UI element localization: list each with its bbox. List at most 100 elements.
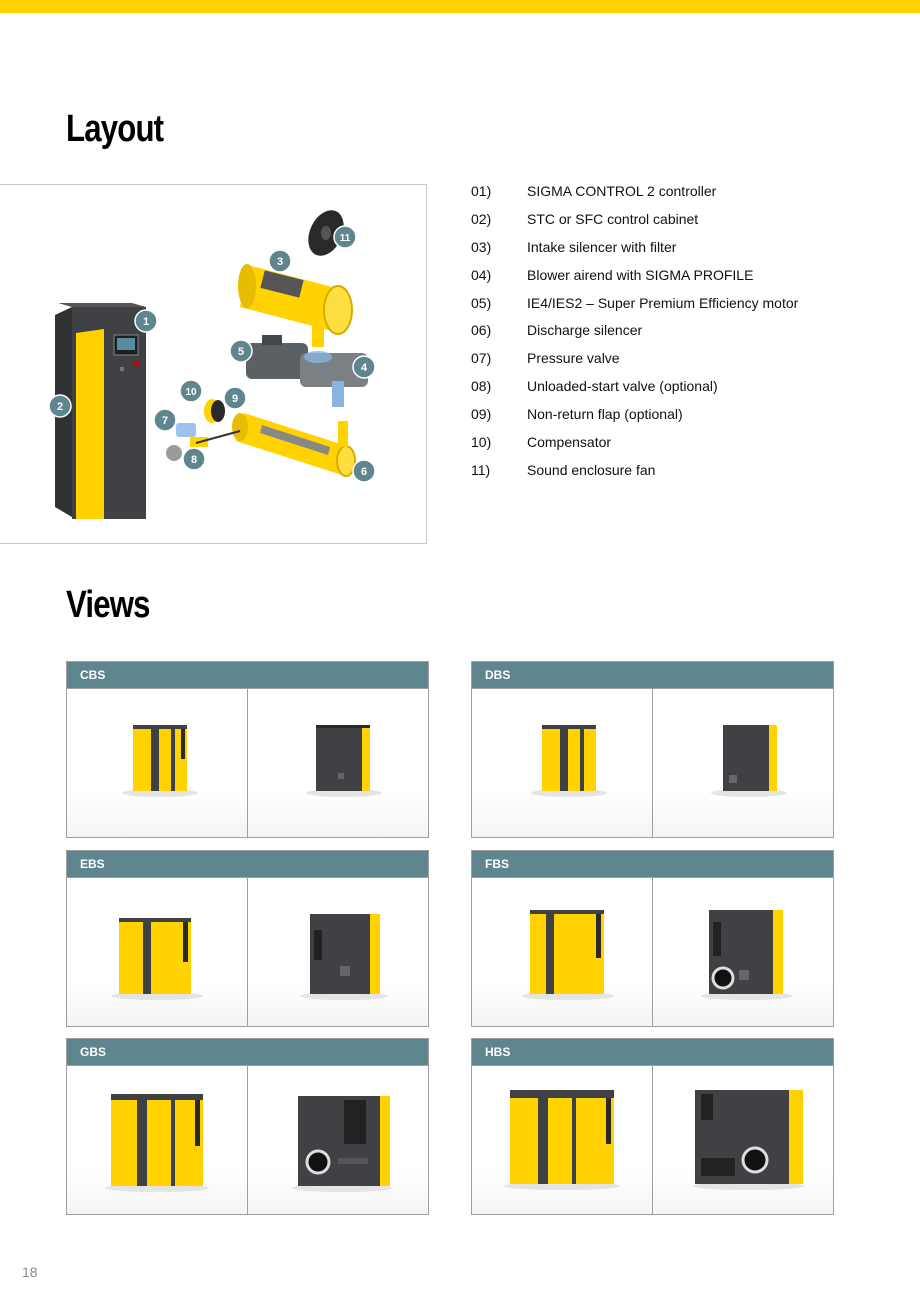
item-label: Unloaded-start valve (optional)	[527, 378, 718, 395]
item-label: STC or SFC control cabinet	[527, 210, 699, 227]
callout-3: 3	[268, 249, 292, 273]
item-label: Compensator	[527, 434, 612, 451]
rear-view	[652, 1066, 833, 1214]
unit-rear-image	[711, 725, 787, 797]
motor-airend-illustration	[246, 335, 368, 407]
view-card-fbs: FBS	[471, 850, 834, 1027]
list-item: 03) Intake silencer with filter	[471, 239, 798, 267]
rear-view	[652, 878, 833, 1026]
callout-10: 10	[179, 379, 203, 403]
item-label: Pressure valve	[527, 350, 620, 367]
page-number: 18	[22, 1264, 38, 1280]
list-item: 09) Non-return flap (optional)	[471, 406, 798, 434]
discharge-silencer-illustration	[232, 413, 356, 477]
item-label: Sound enclosure fan	[527, 461, 656, 478]
svg-text:2: 2	[57, 401, 63, 413]
item-number: 01)	[471, 183, 492, 199]
item-label: SIGMA CONTROL 2 controller	[527, 183, 717, 199]
callout-7: 7	[153, 408, 177, 432]
list-item: 05) IE4/IES2 – Super Premium Efficiency m…	[471, 295, 798, 323]
layout-heading: Layout	[66, 108, 164, 150]
svg-text:5: 5	[238, 346, 244, 358]
views-heading: Views	[66, 584, 150, 626]
view-card-cbs: CBS	[66, 661, 429, 838]
svg-text:10: 10	[185, 387, 197, 398]
item-label: Intake silencer with filter	[527, 238, 677, 255]
unit-rear-image	[292, 1096, 392, 1192]
enclosure-fan-illustration	[308, 210, 344, 256]
list-item: 06) Discharge silencer	[471, 322, 798, 350]
view-card-ebs: EBS	[66, 850, 429, 1027]
front-view	[472, 878, 652, 1026]
callout-4: 4	[352, 355, 376, 379]
svg-text:8: 8	[191, 454, 197, 466]
front-view	[67, 689, 247, 837]
item-label: Discharge silencer	[527, 322, 643, 339]
svg-text:4: 4	[361, 362, 368, 374]
view-card-hbs: HBS	[471, 1038, 834, 1215]
list-item: 10) Compensator	[471, 434, 798, 462]
series-label: GBS	[67, 1039, 428, 1066]
unit-rear-image	[693, 1090, 805, 1190]
series-label: CBS	[67, 662, 428, 689]
unit-rear-image	[306, 725, 382, 797]
list-item: 08) Unloaded-start valve (optional)	[471, 378, 798, 406]
svg-text:6: 6	[361, 466, 367, 478]
rear-view	[652, 689, 833, 837]
callout-2: 2	[48, 394, 72, 418]
intake-silencer-illustration	[238, 264, 353, 347]
callout-1: 1	[134, 309, 158, 333]
exploded-view-illustration: 1 2 3 4 5 6 7 8 9 10 11	[48, 210, 376, 519]
svg-text:1: 1	[143, 316, 149, 328]
list-item: 01) SIGMA CONTROL 2 controller	[471, 183, 798, 211]
unit-front-image	[531, 725, 607, 797]
series-label: FBS	[472, 851, 833, 878]
svg-text:3: 3	[277, 256, 283, 268]
callout-5: 5	[229, 339, 253, 363]
front-view	[472, 689, 652, 837]
item-number: 10)	[471, 434, 492, 451]
series-label: HBS	[472, 1039, 833, 1066]
control-cabinet-illustration	[55, 303, 146, 519]
unit-front-image	[111, 918, 203, 1000]
parts-list: 01) SIGMA CONTROL 2 controller 02) STC or …	[471, 183, 798, 490]
list-item: 07) Pressure valve	[471, 350, 798, 378]
svg-text:9: 9	[232, 393, 238, 405]
item-number: 04)	[471, 266, 492, 283]
item-number: 09)	[471, 406, 492, 423]
series-label: EBS	[67, 851, 428, 878]
item-number: 07)	[471, 350, 492, 367]
front-view	[67, 1066, 247, 1214]
item-number: 05)	[471, 294, 492, 311]
list-item: 02) STC or SFC control cabinet	[471, 211, 798, 239]
rear-view	[247, 1066, 428, 1214]
valves-illustration	[166, 399, 241, 461]
unit-front-image	[504, 1090, 620, 1190]
svg-text:7: 7	[162, 415, 168, 427]
callout-11: 11	[333, 225, 357, 249]
item-number: 06)	[471, 322, 492, 339]
list-item: 11)Sound enclosure fan	[471, 462, 798, 490]
item-label: Non-return flap (optional)	[527, 406, 683, 423]
top-accent-bar	[0, 0, 920, 13]
view-card-dbs: DBS	[471, 661, 834, 838]
item-label: IE4/IES2 – Super Premium Efficiency moto…	[527, 294, 799, 311]
item-number: 02)	[471, 210, 492, 227]
series-label: DBS	[472, 662, 833, 689]
rear-view	[247, 689, 428, 837]
callout-9: 9	[223, 386, 247, 410]
unit-rear-image	[701, 910, 793, 1000]
view-card-gbs: GBS	[66, 1038, 429, 1215]
item-number: 08)	[471, 378, 492, 395]
list-item: 04) Blower airend with SIGMA PROFILE	[471, 267, 798, 295]
item-number: 03)	[471, 238, 492, 255]
rear-view	[247, 878, 428, 1026]
front-view	[67, 878, 247, 1026]
item-label: Blower airend with SIGMA PROFILE	[527, 266, 754, 283]
callout-6: 6	[352, 459, 376, 483]
unit-front-image	[522, 910, 614, 1000]
unit-rear-image	[300, 914, 388, 1000]
callout-8: 8	[182, 447, 206, 471]
svg-text:11: 11	[340, 233, 351, 244]
layout-diagram: 1 2 3 4 5 6 7 8 9 10 11	[0, 184, 427, 544]
